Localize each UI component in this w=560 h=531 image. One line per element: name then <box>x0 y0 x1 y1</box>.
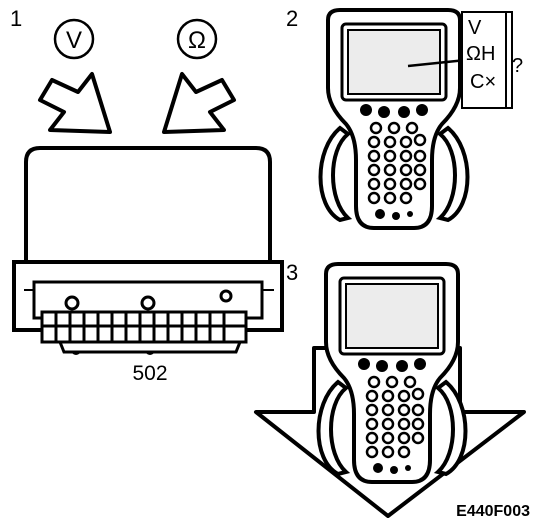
pointer-line <box>407 58 467 68</box>
ohm-symbol: Ω <box>176 18 218 60</box>
ohm-symbol-label: Ω <box>188 27 206 54</box>
measurement-panel: V ΩH C× ? <box>461 11 523 109</box>
step-2-label: 2 <box>286 6 298 31</box>
figure-code: E440F003 <box>456 503 530 520</box>
step-1-label: 1 <box>10 6 22 31</box>
voltage-symbol-label: V <box>66 27 82 54</box>
part-number-label: 502 <box>132 362 167 385</box>
panel-question-label: ? <box>512 55 523 77</box>
panel-ohm-label: ΩH <box>466 43 495 65</box>
down-right-arrow-icon <box>38 72 112 134</box>
panel-volt-label: V <box>468 17 482 39</box>
step-3-label: 3 <box>286 260 298 285</box>
voltage-symbol: V <box>53 18 95 60</box>
panel-cap-label: C× <box>470 71 496 93</box>
control-module-icon <box>12 146 284 355</box>
down-left-arrow-icon <box>162 72 236 134</box>
handheld-tester-icon <box>318 8 470 230</box>
